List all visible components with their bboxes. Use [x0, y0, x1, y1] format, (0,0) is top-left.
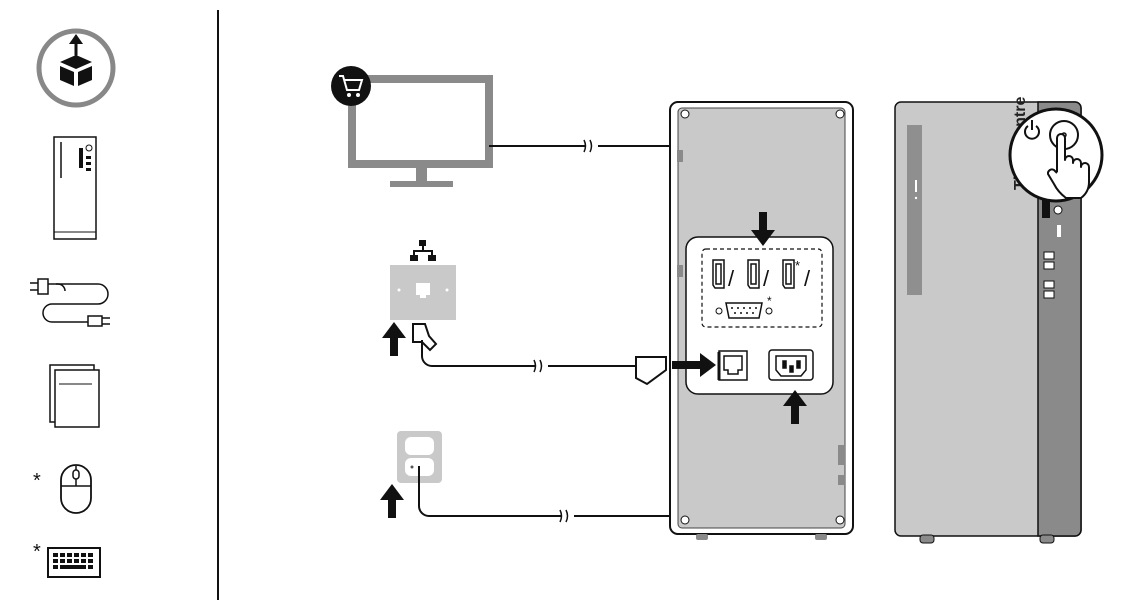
- port-separators: / / /: [728, 266, 811, 291]
- power-button-callout: [1008, 107, 1104, 203]
- mouse-icon: *: [33, 464, 92, 514]
- up-arrow: [380, 484, 404, 518]
- vga-port: *: [715, 294, 773, 319]
- arrow-to-ethernet-port: [672, 353, 716, 377]
- svg-text:/: /: [763, 266, 770, 291]
- video-optional-asterisk: *: [795, 258, 800, 273]
- tower-pc-icon: [53, 136, 97, 240]
- pc-front-view: ThinkCentre: [894, 97, 1082, 544]
- ethernet-port: [717, 350, 748, 381]
- network-jack: [390, 240, 456, 320]
- unbox-icon: [36, 28, 116, 108]
- svg-text:/: /: [804, 266, 811, 291]
- arrow-to-video-port: [751, 212, 775, 246]
- shopping-cart-icon: [331, 66, 371, 106]
- monitor: [348, 75, 493, 187]
- ethernet-cable: [412, 323, 667, 386]
- pointing-hand-icon: [1046, 133, 1090, 199]
- vga-optional-asterisk: *: [767, 294, 772, 308]
- power-cord-icon: [30, 278, 110, 327]
- up-arrow: [382, 322, 406, 356]
- power-icon: [1024, 120, 1040, 140]
- power-inlet: [768, 349, 814, 381]
- pc-rear-view: / / / * *: [669, 101, 854, 540]
- arrow-to-power-inlet: [783, 390, 807, 424]
- svg-text:/: /: [728, 266, 735, 291]
- network-icon: [410, 240, 436, 261]
- displayport-ports: [712, 259, 795, 289]
- documents-icon: [49, 364, 100, 428]
- optional-asterisk: *: [33, 470, 41, 492]
- package-contents-sidebar: * *: [30, 10, 219, 600]
- optional-asterisk: *: [33, 541, 41, 563]
- keyboard-icon: *: [33, 541, 101, 578]
